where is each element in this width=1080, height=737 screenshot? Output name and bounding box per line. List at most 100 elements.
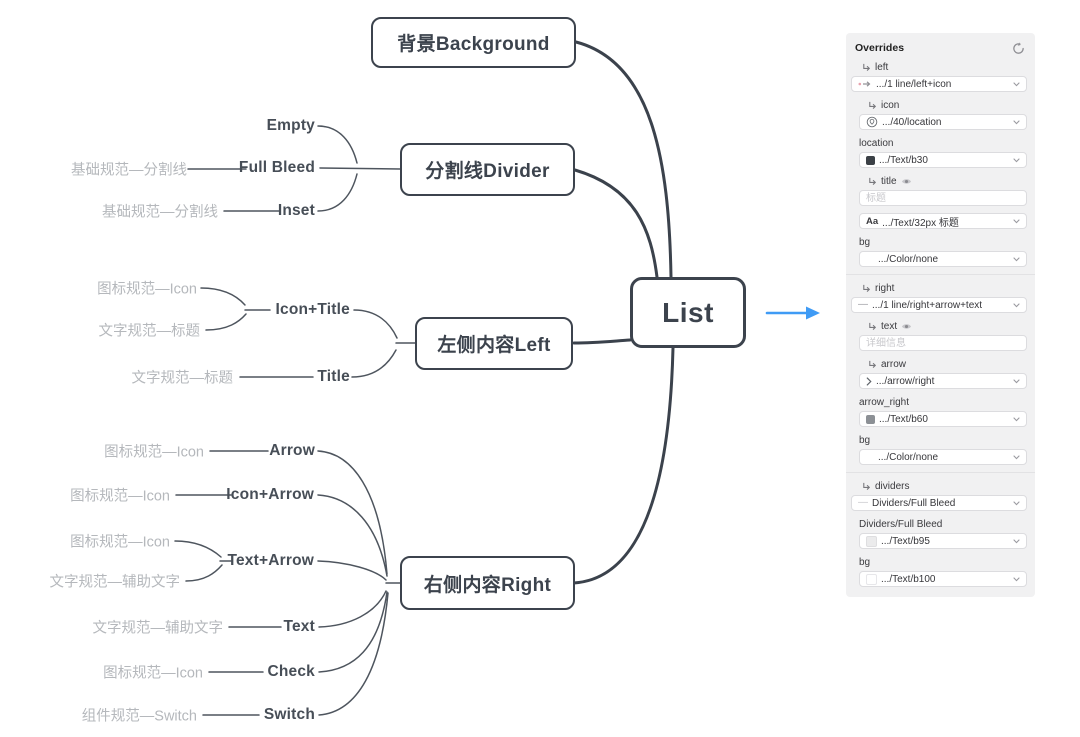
- branch-switch[interactable]: Switch: [263, 706, 315, 723]
- branch-title[interactable]: Title: [317, 368, 350, 385]
- color-swatch-b60: [866, 414, 875, 424]
- branch-empty[interactable]: Empty: [266, 117, 315, 134]
- dropdown-chevron-icon: [1013, 218, 1020, 224]
- dividers-component-select[interactable]: — Dividers/Full Bleed: [851, 495, 1027, 511]
- overrides-panel: Overrides left .../1 line/left+icon: [846, 33, 1035, 597]
- leaf-label[interactable]: 组件规范—Switch: [81, 708, 197, 725]
- leaf-label[interactable]: 基础规范—分割线: [71, 162, 187, 179]
- dividers-bg-color-select[interactable]: .../Text/b100: [859, 571, 1027, 587]
- dividers-field-label: Dividers/Full Bleed: [859, 518, 943, 530]
- dropdown-chevron-icon: [1013, 500, 1020, 506]
- leaf-label[interactable]: 图标规范—Icon: [70, 488, 170, 505]
- dropdown-chevron-icon: [1013, 378, 1020, 384]
- dropdown-chevron-icon: [1013, 576, 1020, 582]
- override-group-dividers: dividers: [862, 480, 1027, 492]
- leaf-label[interactable]: 图标规范—Icon: [97, 281, 197, 298]
- right-bg-color-select[interactable]: .../Color/none: [859, 449, 1027, 465]
- branch-icon-title[interactable]: Icon+Title: [275, 301, 350, 318]
- node-list-label: List: [662, 296, 714, 328]
- node-divider[interactable]: 分割线Divider: [400, 143, 575, 196]
- reset-overrides-icon[interactable]: [1012, 41, 1025, 55]
- font-style-icon: Aa: [866, 215, 879, 227]
- title-font-select[interactable]: Aa .../Text/32px 标题: [859, 213, 1027, 229]
- title-text-input[interactable]: [859, 190, 1027, 206]
- dividers-color-select[interactable]: .../Text/b95: [859, 533, 1027, 549]
- leaf-label[interactable]: 文字规范—标题: [131, 370, 234, 387]
- dropdown-chevron-icon: [1013, 454, 1020, 460]
- edge-left-list: [572, 338, 632, 345]
- override-sub-icon: icon: [868, 99, 1027, 111]
- location-color-select[interactable]: .../Text/b30: [859, 152, 1027, 168]
- left-component-select[interactable]: .../1 line/left+icon: [851, 76, 1027, 92]
- branch-icon-arrow[interactable]: Icon+Arrow: [226, 486, 314, 503]
- elbow-arrow-icon: [863, 284, 871, 292]
- chevron-right-icon: [866, 376, 872, 386]
- leaf-label[interactable]: 文字规范—辅助文字: [92, 620, 224, 637]
- leaf-label[interactable]: 图标规范—Icon: [70, 534, 170, 551]
- location-icon: [866, 116, 878, 128]
- dropdown-chevron-icon: [1013, 157, 1020, 163]
- node-background-label: 背景Background: [397, 34, 550, 55]
- override-sub-title: title: [868, 175, 1027, 187]
- arrow-component-select[interactable]: .../arrow/right: [859, 373, 1027, 389]
- override-group-right: right: [862, 282, 1027, 294]
- edge-divider-list: [573, 168, 659, 279]
- dash-icon: —: [858, 299, 868, 310]
- overrides-header: Overrides: [855, 41, 1025, 55]
- bg-field-label: bg: [859, 434, 871, 446]
- override-sub-text: text: [868, 320, 1027, 332]
- leaf-label[interactable]: 文字规范—标题: [98, 323, 201, 340]
- branch-full-bleed[interactable]: Full Bleed: [238, 159, 315, 176]
- leaf-label[interactable]: 基础规范—分割线: [102, 204, 218, 221]
- elbow-arrow-icon: [869, 177, 877, 185]
- dropdown-chevron-icon: [1013, 119, 1020, 125]
- node-left[interactable]: 左侧内容Left: [415, 317, 573, 370]
- icon-component-select[interactable]: .../40/location: [859, 114, 1027, 130]
- override-group-left: left: [862, 61, 1027, 73]
- node-divider-label: 分割线Divider: [425, 161, 550, 182]
- dropdown-chevron-icon: [1013, 81, 1020, 87]
- elbow-arrow-icon: [863, 63, 871, 71]
- node-right-label: 右侧内容Right: [423, 574, 552, 596]
- color-swatch-b100: [866, 573, 877, 585]
- branch-inset[interactable]: Inset: [277, 202, 315, 219]
- node-left-label: 左侧内容Left: [437, 335, 551, 356]
- leaf-label[interactable]: 文字规范—辅助文字: [49, 574, 181, 591]
- elbow-arrow-icon: [869, 322, 877, 330]
- location-field-label: location: [859, 137, 894, 149]
- flow-arrow: [765, 306, 820, 320]
- branch-text-arrow[interactable]: Text+Arrow: [227, 552, 314, 569]
- dropdown-chevron-icon: [1013, 538, 1020, 544]
- leaf-label[interactable]: 图标规范—Icon: [104, 444, 204, 461]
- arrow-right-field-label: arrow_right: [859, 396, 910, 408]
- node-right[interactable]: 右侧内容Right: [400, 556, 575, 610]
- elbow-arrow-icon: [869, 360, 877, 368]
- elbow-arrow-icon: [863, 482, 871, 490]
- dropdown-chevron-icon: [1013, 416, 1020, 422]
- visibility-icon[interactable]: [901, 322, 912, 331]
- bg-field-label: bg: [859, 236, 871, 248]
- dash-icon: —: [858, 497, 868, 508]
- edge-right-list: [572, 346, 675, 585]
- node-background[interactable]: 背景Background: [371, 17, 576, 68]
- elbow-arrow-icon: [869, 101, 877, 109]
- branch-arrow[interactable]: Arrow: [269, 442, 315, 459]
- node-list-root[interactable]: List: [630, 277, 746, 348]
- leaf-label[interactable]: 图标规范—Icon: [103, 665, 203, 682]
- dropdown-chevron-icon: [1013, 256, 1020, 262]
- color-swatch-b30: [866, 155, 875, 165]
- detail-text-input[interactable]: [859, 335, 1027, 351]
- dropdown-chevron-icon: [1013, 302, 1020, 308]
- branch-text[interactable]: Text: [283, 618, 315, 635]
- visibility-icon[interactable]: [901, 177, 912, 186]
- override-sub-arrow: arrow: [868, 358, 1027, 370]
- arrow-right-color-select[interactable]: .../Text/b60: [859, 411, 1027, 427]
- edge-background-list: [574, 40, 673, 279]
- right-component-select[interactable]: — .../1 line/right+arrow+text: [851, 297, 1027, 313]
- bg-field-label: bg: [859, 556, 871, 568]
- branch-check[interactable]: Check: [267, 663, 315, 680]
- instance-icon: [858, 81, 871, 87]
- left-bg-color-select[interactable]: .../Color/none: [859, 251, 1027, 267]
